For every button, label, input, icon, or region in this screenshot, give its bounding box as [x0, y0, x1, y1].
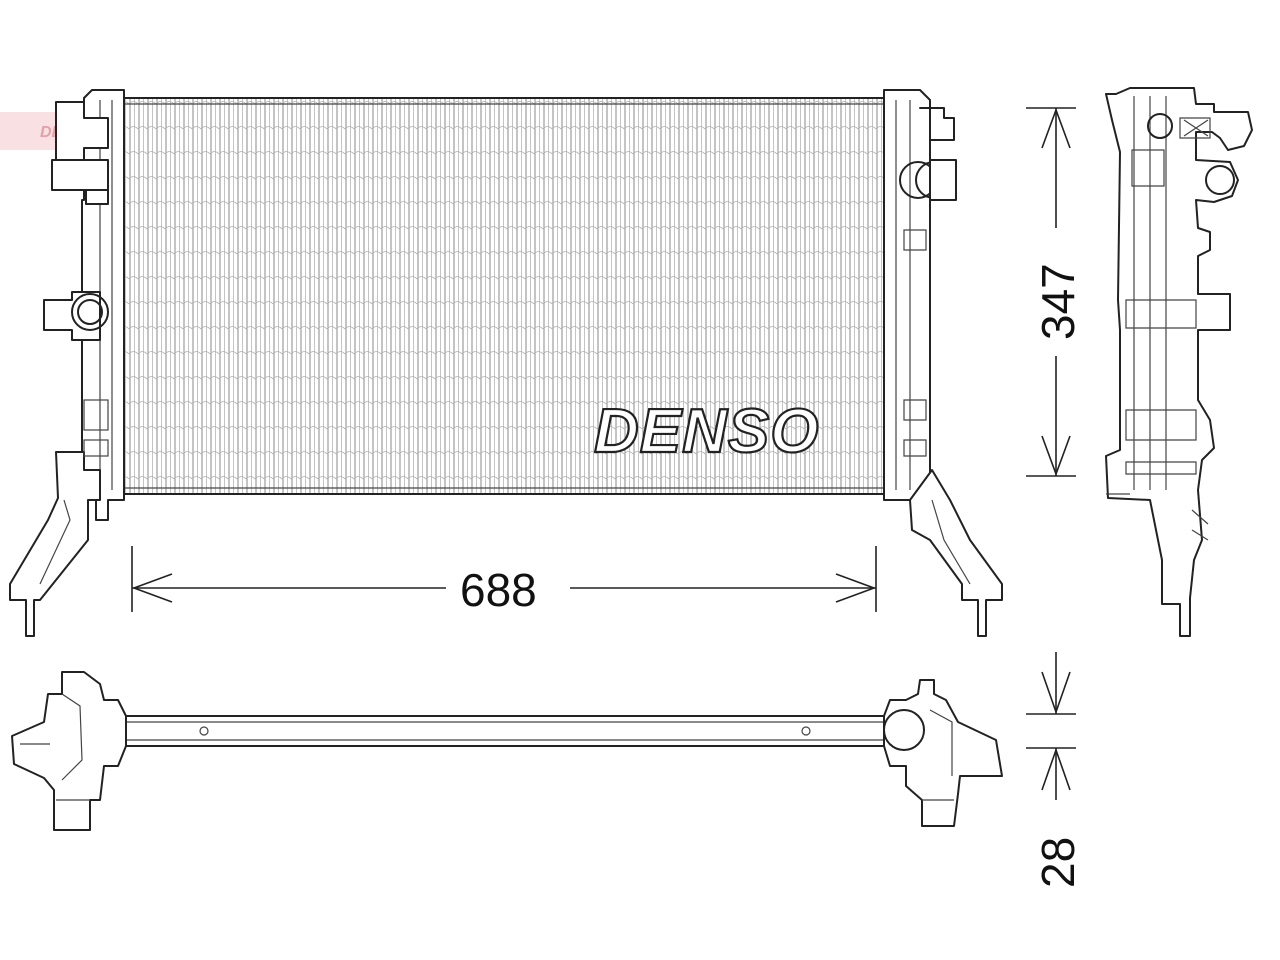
depth-dimension: 28 — [1026, 652, 1084, 888]
width-dimension: 688 — [131, 546, 877, 616]
depth-label: 28 — [1032, 837, 1084, 888]
radiator-side-view — [1105, 87, 1253, 637]
radiator-front-view: DENSO — [9, 89, 1003, 637]
left-tank — [9, 89, 125, 637]
height-label: 347 — [1032, 263, 1084, 340]
height-dimension: 347 — [1026, 107, 1084, 477]
radiator-core — [119, 97, 889, 495]
width-label: 688 — [460, 564, 537, 616]
radiator-top-view — [11, 671, 1003, 831]
right-tank — [883, 89, 1003, 637]
core-denso-logo: DENSO — [594, 397, 819, 466]
